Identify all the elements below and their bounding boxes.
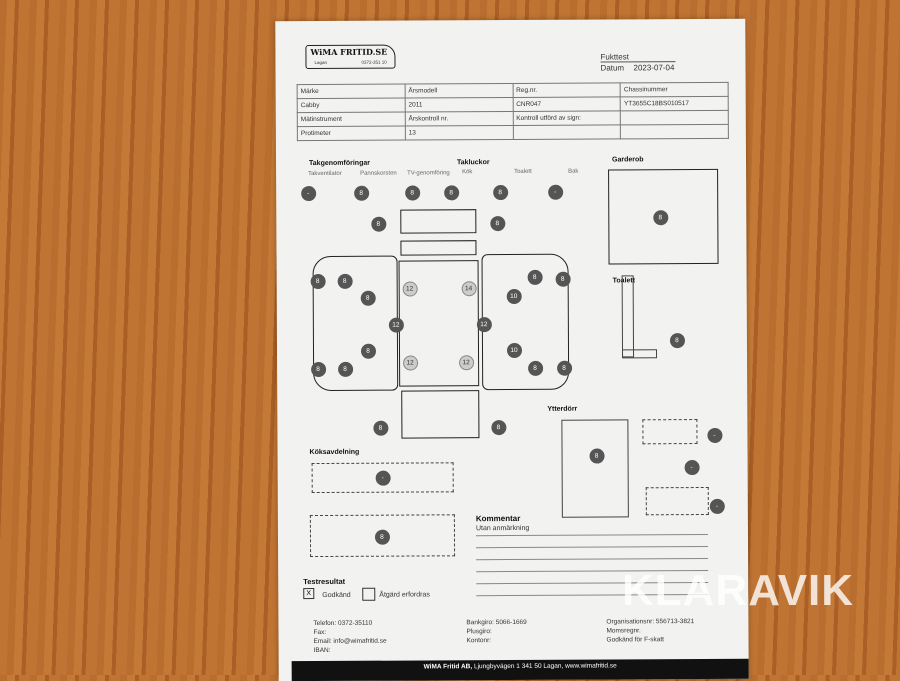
table-cell xyxy=(620,110,729,125)
moisture-marker: 8 xyxy=(310,273,326,289)
date-label: Datum xyxy=(600,63,625,73)
table-cell: Årsmodell xyxy=(404,83,513,99)
result-title: Testresultat xyxy=(303,576,346,587)
label-bak: Bak xyxy=(568,168,579,175)
moisture-marker: - xyxy=(375,470,391,486)
section-takgenom: Takgenomföringar xyxy=(309,159,370,168)
footer-company: WiMA Fritid AB, xyxy=(423,663,473,671)
moisture-marker: 8 xyxy=(492,184,508,200)
moisture-marker: - xyxy=(547,184,563,200)
section-koks: Köksavdelning xyxy=(309,448,360,457)
moisture-marker: 8 xyxy=(337,361,353,377)
table-cell: Årskontroll nr. xyxy=(405,111,513,127)
moisture-marker: 8 xyxy=(555,271,571,287)
moisture-marker: 8 xyxy=(374,529,390,545)
label-tv: TV-genomföring xyxy=(407,170,450,177)
section-ytterdorr: Ytterdörr xyxy=(547,405,578,413)
section-garderob: Garderob xyxy=(611,156,644,164)
moisture-marker: 8 xyxy=(360,343,376,359)
orgnr: Organisationsnr: 556713-3821 xyxy=(606,618,695,626)
phone: Telefon: 0372-35110 xyxy=(313,619,373,628)
moisture-marker: 8 xyxy=(370,216,386,232)
watermark: KLARAVIK xyxy=(622,566,855,615)
moisture-marker: 8 xyxy=(527,360,543,376)
label-takventilator: Takventilator xyxy=(308,170,342,178)
moisture-marker: 12 xyxy=(476,316,492,332)
table-cell: Kontroll utförd av sign: xyxy=(512,110,621,126)
moisture-marker: 8 xyxy=(404,184,420,201)
footer-address: Ljungbyvägen 1 341 50 Lagan, www.wimafri… xyxy=(473,662,617,671)
moisture-marker: - xyxy=(706,427,722,443)
moisture-marker: - xyxy=(300,185,316,201)
fskatt: Godkänd för F-skatt xyxy=(606,636,664,644)
fax: Fax: xyxy=(313,628,327,637)
moisture-marker: 8 xyxy=(652,209,668,225)
moisture-marker: 14 xyxy=(461,280,477,296)
table-cell: Märke xyxy=(297,84,405,99)
table-cell: YT3655C18BS010517 xyxy=(620,96,729,111)
table-cell: Cabby xyxy=(297,98,406,113)
moisture-marker: 8 xyxy=(589,448,605,464)
section-takluckor: Takluckor xyxy=(457,159,490,167)
moisture-marker: 12 xyxy=(402,354,418,371)
moisture-marker: 8 xyxy=(310,361,326,377)
logo: WiMA FRITID.SE Lagan 0372-351 10 xyxy=(305,44,396,70)
iban: IBAN: xyxy=(313,646,331,655)
moisture-marker: 12 xyxy=(388,317,404,333)
moisture-marker: 8 xyxy=(527,269,543,285)
date-value: 2023-07-04 xyxy=(633,63,675,73)
table-cell: Mätinstrument xyxy=(297,112,406,127)
moisture-marker: 8 xyxy=(372,420,388,436)
plusgiro: Plusgiro: xyxy=(466,628,492,636)
label-pannskorsten: Pannskorsten xyxy=(360,170,397,177)
bankgiro: Bankgiro: 5066-1669 xyxy=(466,618,527,627)
comment-text: Utan anmärkning xyxy=(475,524,530,533)
footer-bar: WiMA Fritid AB, Ljungbyvägen 1 341 50 La… xyxy=(291,658,749,681)
logo-phone: 0372-351 10 xyxy=(361,59,387,65)
moisture-marker: 8 xyxy=(489,215,505,231)
moisture-marker: 8 xyxy=(490,419,506,435)
table-cell xyxy=(512,124,621,140)
moisture-marker: 10 xyxy=(506,288,522,304)
table-cell: 2011 xyxy=(404,97,513,113)
table-cell: CNR047 xyxy=(512,96,621,112)
comment-title: Kommentar xyxy=(475,513,521,524)
moisture-marker: 10 xyxy=(506,342,522,358)
action-checkbox[interactable] xyxy=(362,587,376,601)
label-kok: Kök xyxy=(462,169,473,176)
table-cell: Protimeter xyxy=(297,126,406,141)
moisture-marker: 12 xyxy=(402,280,418,297)
approved-label: Godkänd xyxy=(322,591,351,599)
moisture-marker: 8 xyxy=(337,273,353,289)
table-cell: 13 xyxy=(405,125,513,141)
moisture-marker: 8 xyxy=(556,360,572,376)
moisture-marker: 8 xyxy=(360,290,376,306)
moisture-marker: 12 xyxy=(458,354,474,370)
label-toalett: Toalett xyxy=(514,168,532,175)
moisture-marker: - xyxy=(684,459,700,475)
table-cell: Reg.nr. xyxy=(512,82,621,98)
form-title: Fukttest xyxy=(600,52,676,63)
approved-checkbox[interactable]: X xyxy=(303,588,315,600)
table-cell: Chassinummer xyxy=(620,82,729,97)
table-cell xyxy=(620,124,729,139)
email: Email: info@wimafritid.se xyxy=(313,637,387,646)
logo-town: Lagan xyxy=(314,59,328,66)
momsregnr: Momsregnr. xyxy=(606,627,641,635)
moisture-marker: 8 xyxy=(669,332,685,348)
moisture-marker: 8 xyxy=(353,185,369,201)
action-label: Åtgärd erfordras xyxy=(379,591,430,599)
moisture-marker: 8 xyxy=(443,184,459,200)
kontonr: Kontonr: xyxy=(466,637,492,645)
logo-name: WiMA FRITID.SE xyxy=(310,46,388,58)
floor-plan xyxy=(275,19,745,558)
moisture-marker: - xyxy=(709,498,725,514)
